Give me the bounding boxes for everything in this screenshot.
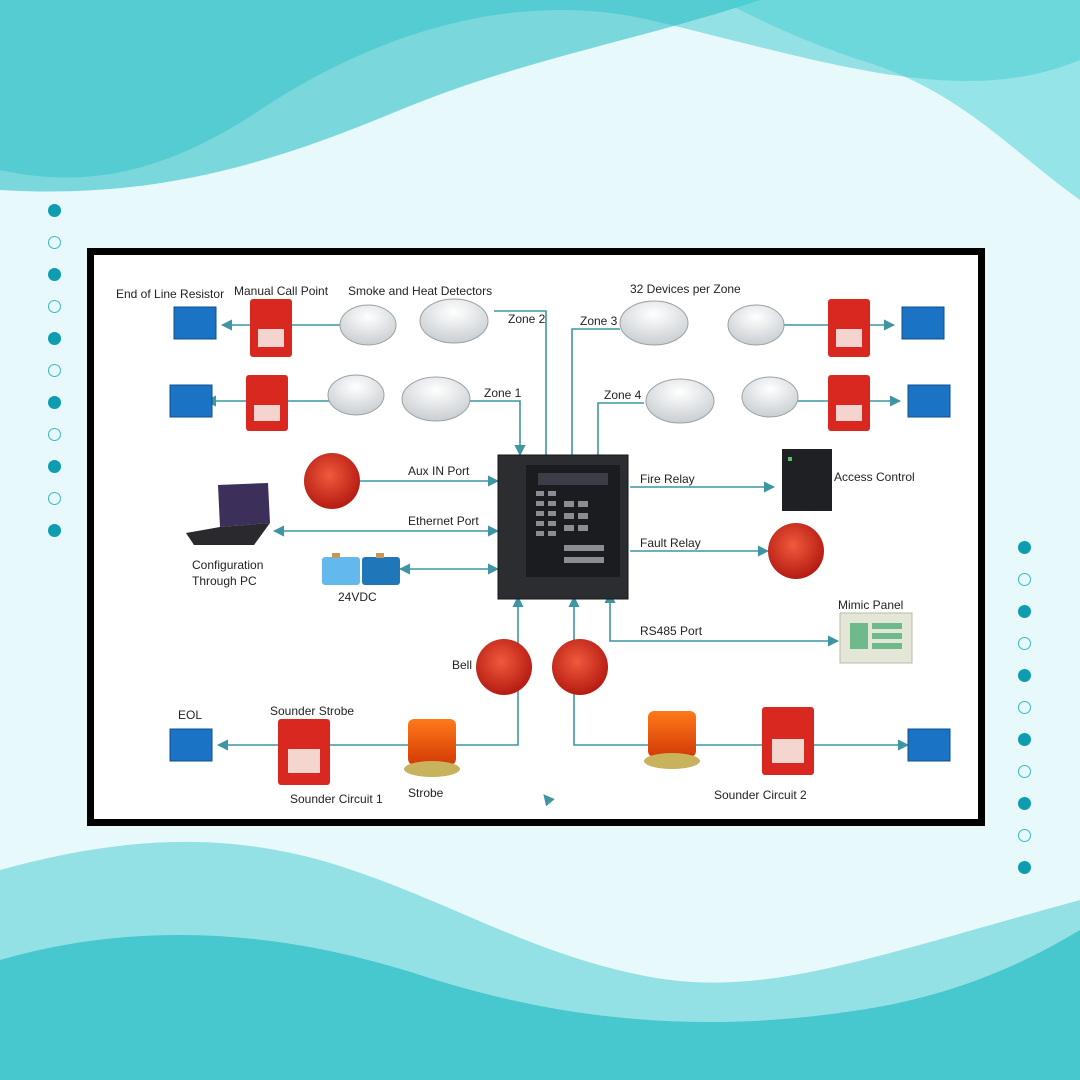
connector-sounder-circuit-1 (216, 595, 524, 751)
laptop-icon (186, 483, 270, 545)
label-sounder-circuit-2: Sounder Circuit 2 (714, 788, 807, 802)
label-zone3: Zone 3 (580, 314, 618, 328)
fire-alarm-control-panel-icon (497, 454, 629, 600)
connector-zone3 (566, 328, 620, 467)
label-configuration-line2: Through PC (192, 574, 257, 588)
label-bell: Bell (452, 658, 472, 672)
decor-dot (48, 268, 61, 281)
decor-dot (1018, 701, 1031, 714)
label-zone4: Zone 4 (604, 388, 642, 402)
decor-dot (48, 524, 61, 537)
decor-dot (1018, 765, 1031, 778)
fire-bell-icon (304, 453, 824, 695)
decor-dot (48, 364, 61, 377)
label-devices-per-zone: 32 Devices per Zone (630, 282, 741, 296)
label-sounder-strobe: Sounder Strobe (270, 704, 354, 718)
decor-dot (48, 492, 61, 505)
decor-dot (1018, 669, 1031, 682)
decor-dot (1018, 861, 1031, 874)
connector-zone4 (592, 402, 644, 467)
label-eol: EOL (178, 708, 202, 722)
label-strobe: Strobe (408, 786, 444, 800)
label-smoke-heat-detectors: Smoke and Heat Detectors (348, 284, 492, 298)
smoke-detector-icon (327, 298, 799, 424)
label-fire-relay: Fire Relay (640, 472, 695, 486)
diagram-labels: End of Line Resistor Manual Call Point S… (116, 282, 915, 806)
label-access-control: Access Control (834, 470, 915, 484)
diagram-frame: End of Line Resistor Manual Call Point S… (87, 248, 985, 826)
access-control-unit-icon (782, 449, 832, 511)
label-mimic-panel: Mimic Panel (838, 598, 903, 612)
label-rs485-port: RS485 Port (640, 624, 703, 638)
decor-dot (1018, 541, 1031, 554)
decor-dot (1018, 733, 1031, 746)
mimic-panel-icon (839, 612, 913, 664)
decor-dot (48, 236, 61, 249)
decor-dot (48, 460, 61, 473)
decor-dot (1018, 797, 1031, 810)
sounder-strobe-icon (278, 707, 814, 785)
label-zone2: Zone 2 (508, 312, 546, 326)
label-zone1: Zone 1 (484, 386, 522, 400)
decor-dot (1018, 573, 1031, 586)
manual-call-point-icon (246, 299, 870, 431)
connector-zone1 (466, 400, 526, 457)
end-of-line-resistor-icon (169, 306, 951, 762)
decor-dot (1018, 637, 1031, 650)
decor-dot (1018, 605, 1031, 618)
strobe-beacon-icon (404, 711, 700, 777)
decor-dot (1018, 829, 1031, 842)
decor-dot (48, 332, 61, 345)
label-sounder-circuit-1: Sounder Circuit 1 (290, 792, 383, 806)
decor-dot (48, 428, 61, 441)
label-end-of-line-resistor: End of Line Resistor (116, 287, 224, 301)
label-fault-relay: Fault Relay (640, 536, 701, 550)
decor-dot (48, 300, 61, 313)
label-ethernet-port: Ethernet Port (408, 514, 479, 528)
label-aux-in-port: Aux IN Port (408, 464, 470, 478)
label-manual-call-point: Manual Call Point (234, 284, 329, 298)
battery-icon (322, 553, 400, 585)
decor-dot (48, 396, 61, 409)
fire-alarm-system-diagram: End of Line Resistor Manual Call Point S… (116, 282, 951, 806)
label-configuration-line1: Configuration (192, 558, 263, 572)
connector-zone2 (494, 310, 552, 467)
decor-dot (48, 204, 61, 217)
label-battery: 24VDC (338, 590, 377, 604)
